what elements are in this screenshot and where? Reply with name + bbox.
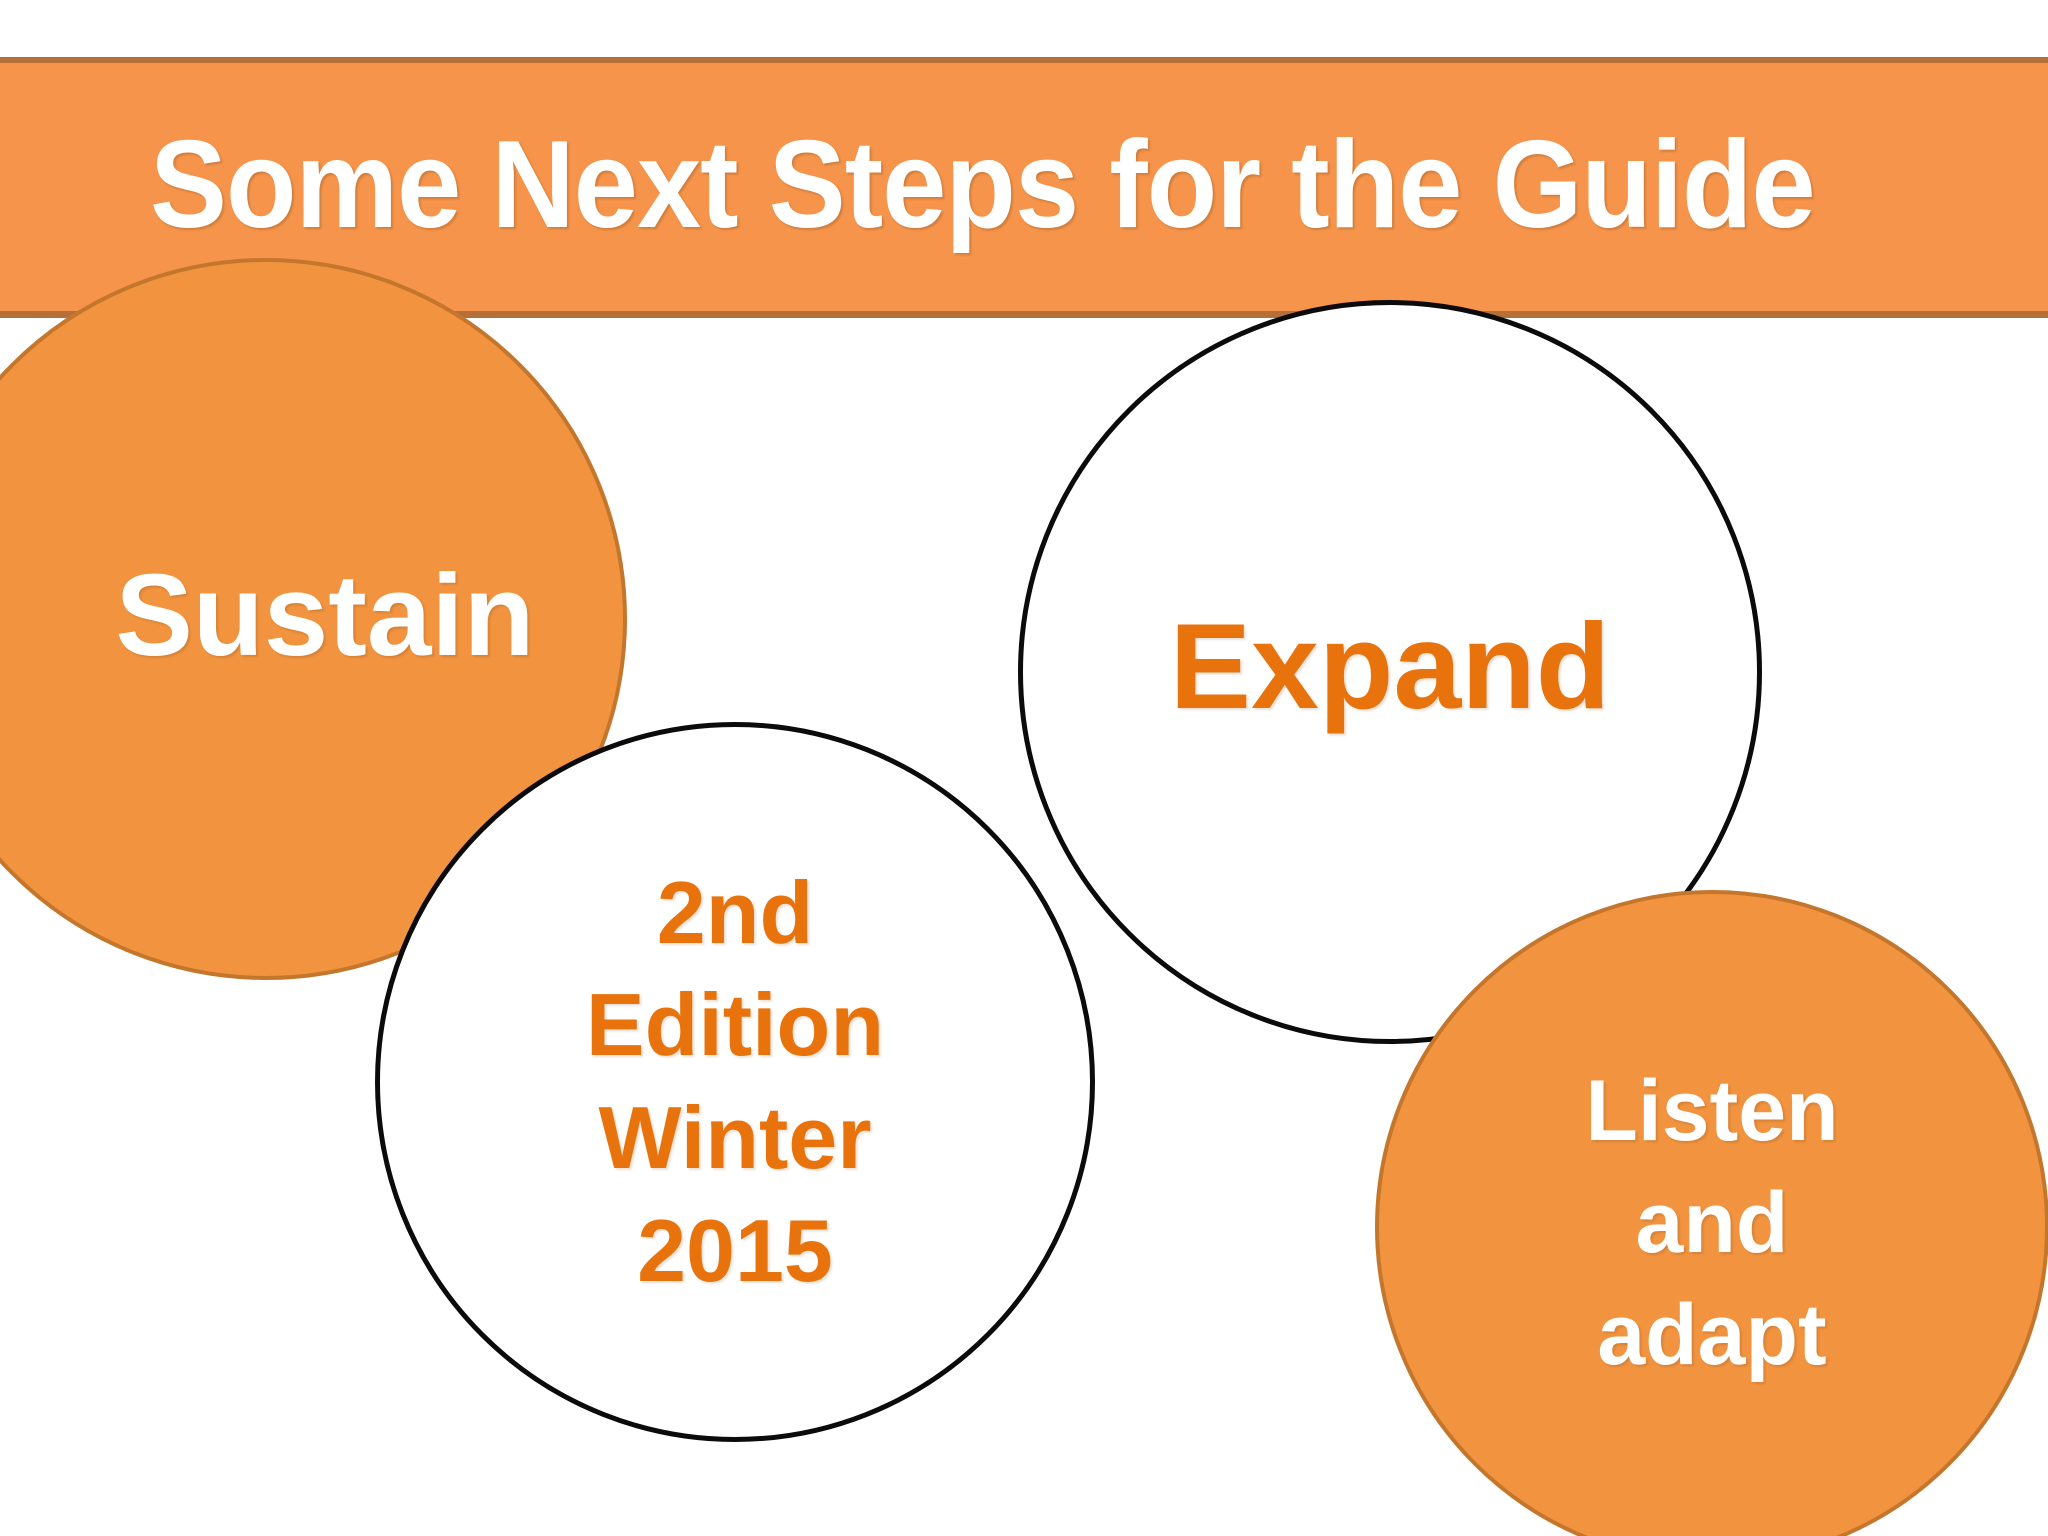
circle-sustain-label: Sustain <box>115 549 535 680</box>
circle-expand-label: Expand <box>1169 598 1611 735</box>
page-title: Some Next Steps for the Guide <box>150 116 1816 254</box>
circle-sustain[interactable]: Sustain <box>0 258 627 980</box>
